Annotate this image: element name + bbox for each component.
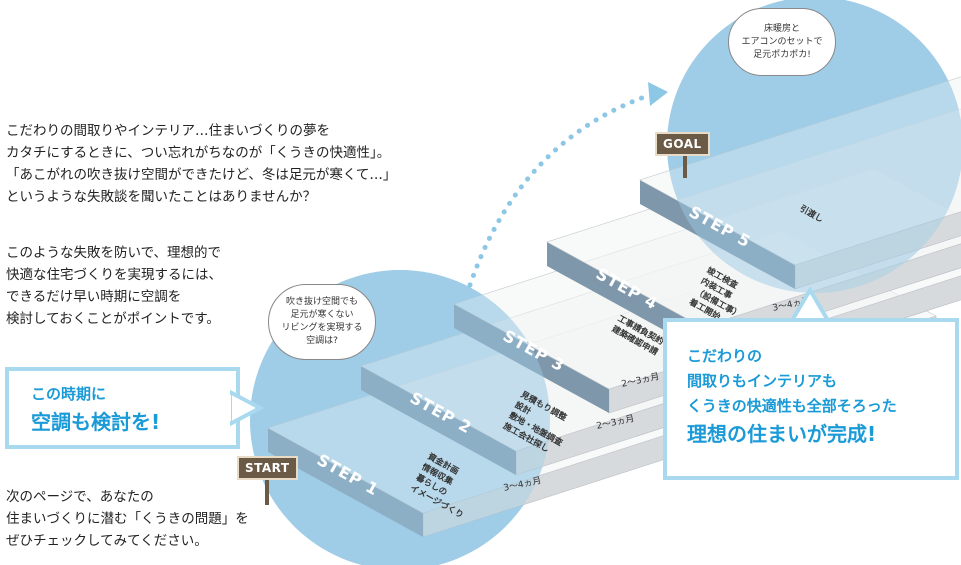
goal-sign: GOAL [655, 132, 710, 156]
thought-bubble-goal: 床暖房と エアコンのセットで 足元ポカポカ! [728, 8, 836, 76]
bubble-line: エアコンのセットで [741, 36, 823, 47]
callout-line: この時期に [31, 385, 107, 403]
callout-line: 理想の住まいが完成! [687, 422, 877, 446]
intro-paragraph-1: こだわりの間取りやインテリア…住まいづくりの夢を カタチにするときに、つい忘れが… [6, 120, 396, 208]
circle-overlay-goal [667, 0, 961, 293]
text-line: 住まいづくりに潜む「くうきの問題」を [6, 511, 249, 527]
bubble-line: 足元が寒くない [290, 310, 354, 320]
goal-sign-post [683, 150, 687, 178]
bubble-line: 足元ポカポカ! [753, 49, 811, 60]
step-front-face [268, 428, 423, 537]
text-line: 次のページで、あなたの [6, 489, 154, 505]
callout-line: 間取りもインテリアも [687, 372, 838, 390]
step-5 [639, 76, 961, 290]
thought-bubble-early: 吹き抜け空間でも 足元が寒くない リビングを実現する 空調は? [268, 284, 376, 360]
start-sign: START [237, 456, 298, 480]
dotted-arrow-path [467, 92, 653, 288]
bubble-line: リビングを実現する [281, 323, 363, 333]
callout-line: こだわりの [687, 347, 763, 365]
text-line: カタチにするときに、つい忘れがちなのが「くうきの快適性」。 [6, 145, 391, 161]
bubble-line: 床暖房と [763, 23, 800, 34]
text-line: できるだけ早い時期に空調を [6, 289, 182, 305]
step-front-face [640, 180, 795, 289]
left-callout: この時期に 空調も検討を! [5, 367, 240, 449]
text-line: このような失敗を防いで、理想的で [6, 245, 222, 261]
text-line: ぜひチェックしてみてください。 [6, 533, 208, 549]
callout-line: 空調も検討を! [31, 410, 161, 434]
callout-line: くうきの快適性も全部そろった [687, 397, 897, 415]
start-sign-post [265, 475, 269, 505]
intro-paragraph-3: 次のページで、あなたの 住まいづくりに潜む「くうきの問題」を ぜひチェックしてみ… [6, 486, 249, 552]
step-front-face [361, 366, 516, 475]
text-line: 「あこがれの吹き抜け空間ができたけど、冬は足元が寒くて…」 [6, 167, 397, 183]
text-line: こだわりの間取りやインテリア…住まいづくりの夢を [6, 123, 330, 139]
intro-paragraph-2: このような失敗を防いで、理想的で 快適な住宅づくりを実現するには、 できるだけ早… [6, 242, 222, 330]
step-front-face [454, 304, 609, 413]
left-callout-pointer [230, 390, 264, 426]
bubble-line: 吹き抜け空間でも [285, 297, 358, 307]
right-callout: こだわりの 間取りもインテリアも くうきの快適性も全部そろった 理想の住まいが完… [663, 318, 959, 480]
text-line: 快適な住宅づくりを実現するには、 [6, 267, 222, 283]
arrow-head-icon [648, 82, 668, 106]
text-line: 検討しておくことがポイントです。 [6, 311, 220, 327]
text-line: というような失敗談を聞いたことはありませんか？ [6, 189, 317, 205]
bubble-line: 空調は? [306, 336, 338, 346]
step-top-face [639, 76, 961, 266]
